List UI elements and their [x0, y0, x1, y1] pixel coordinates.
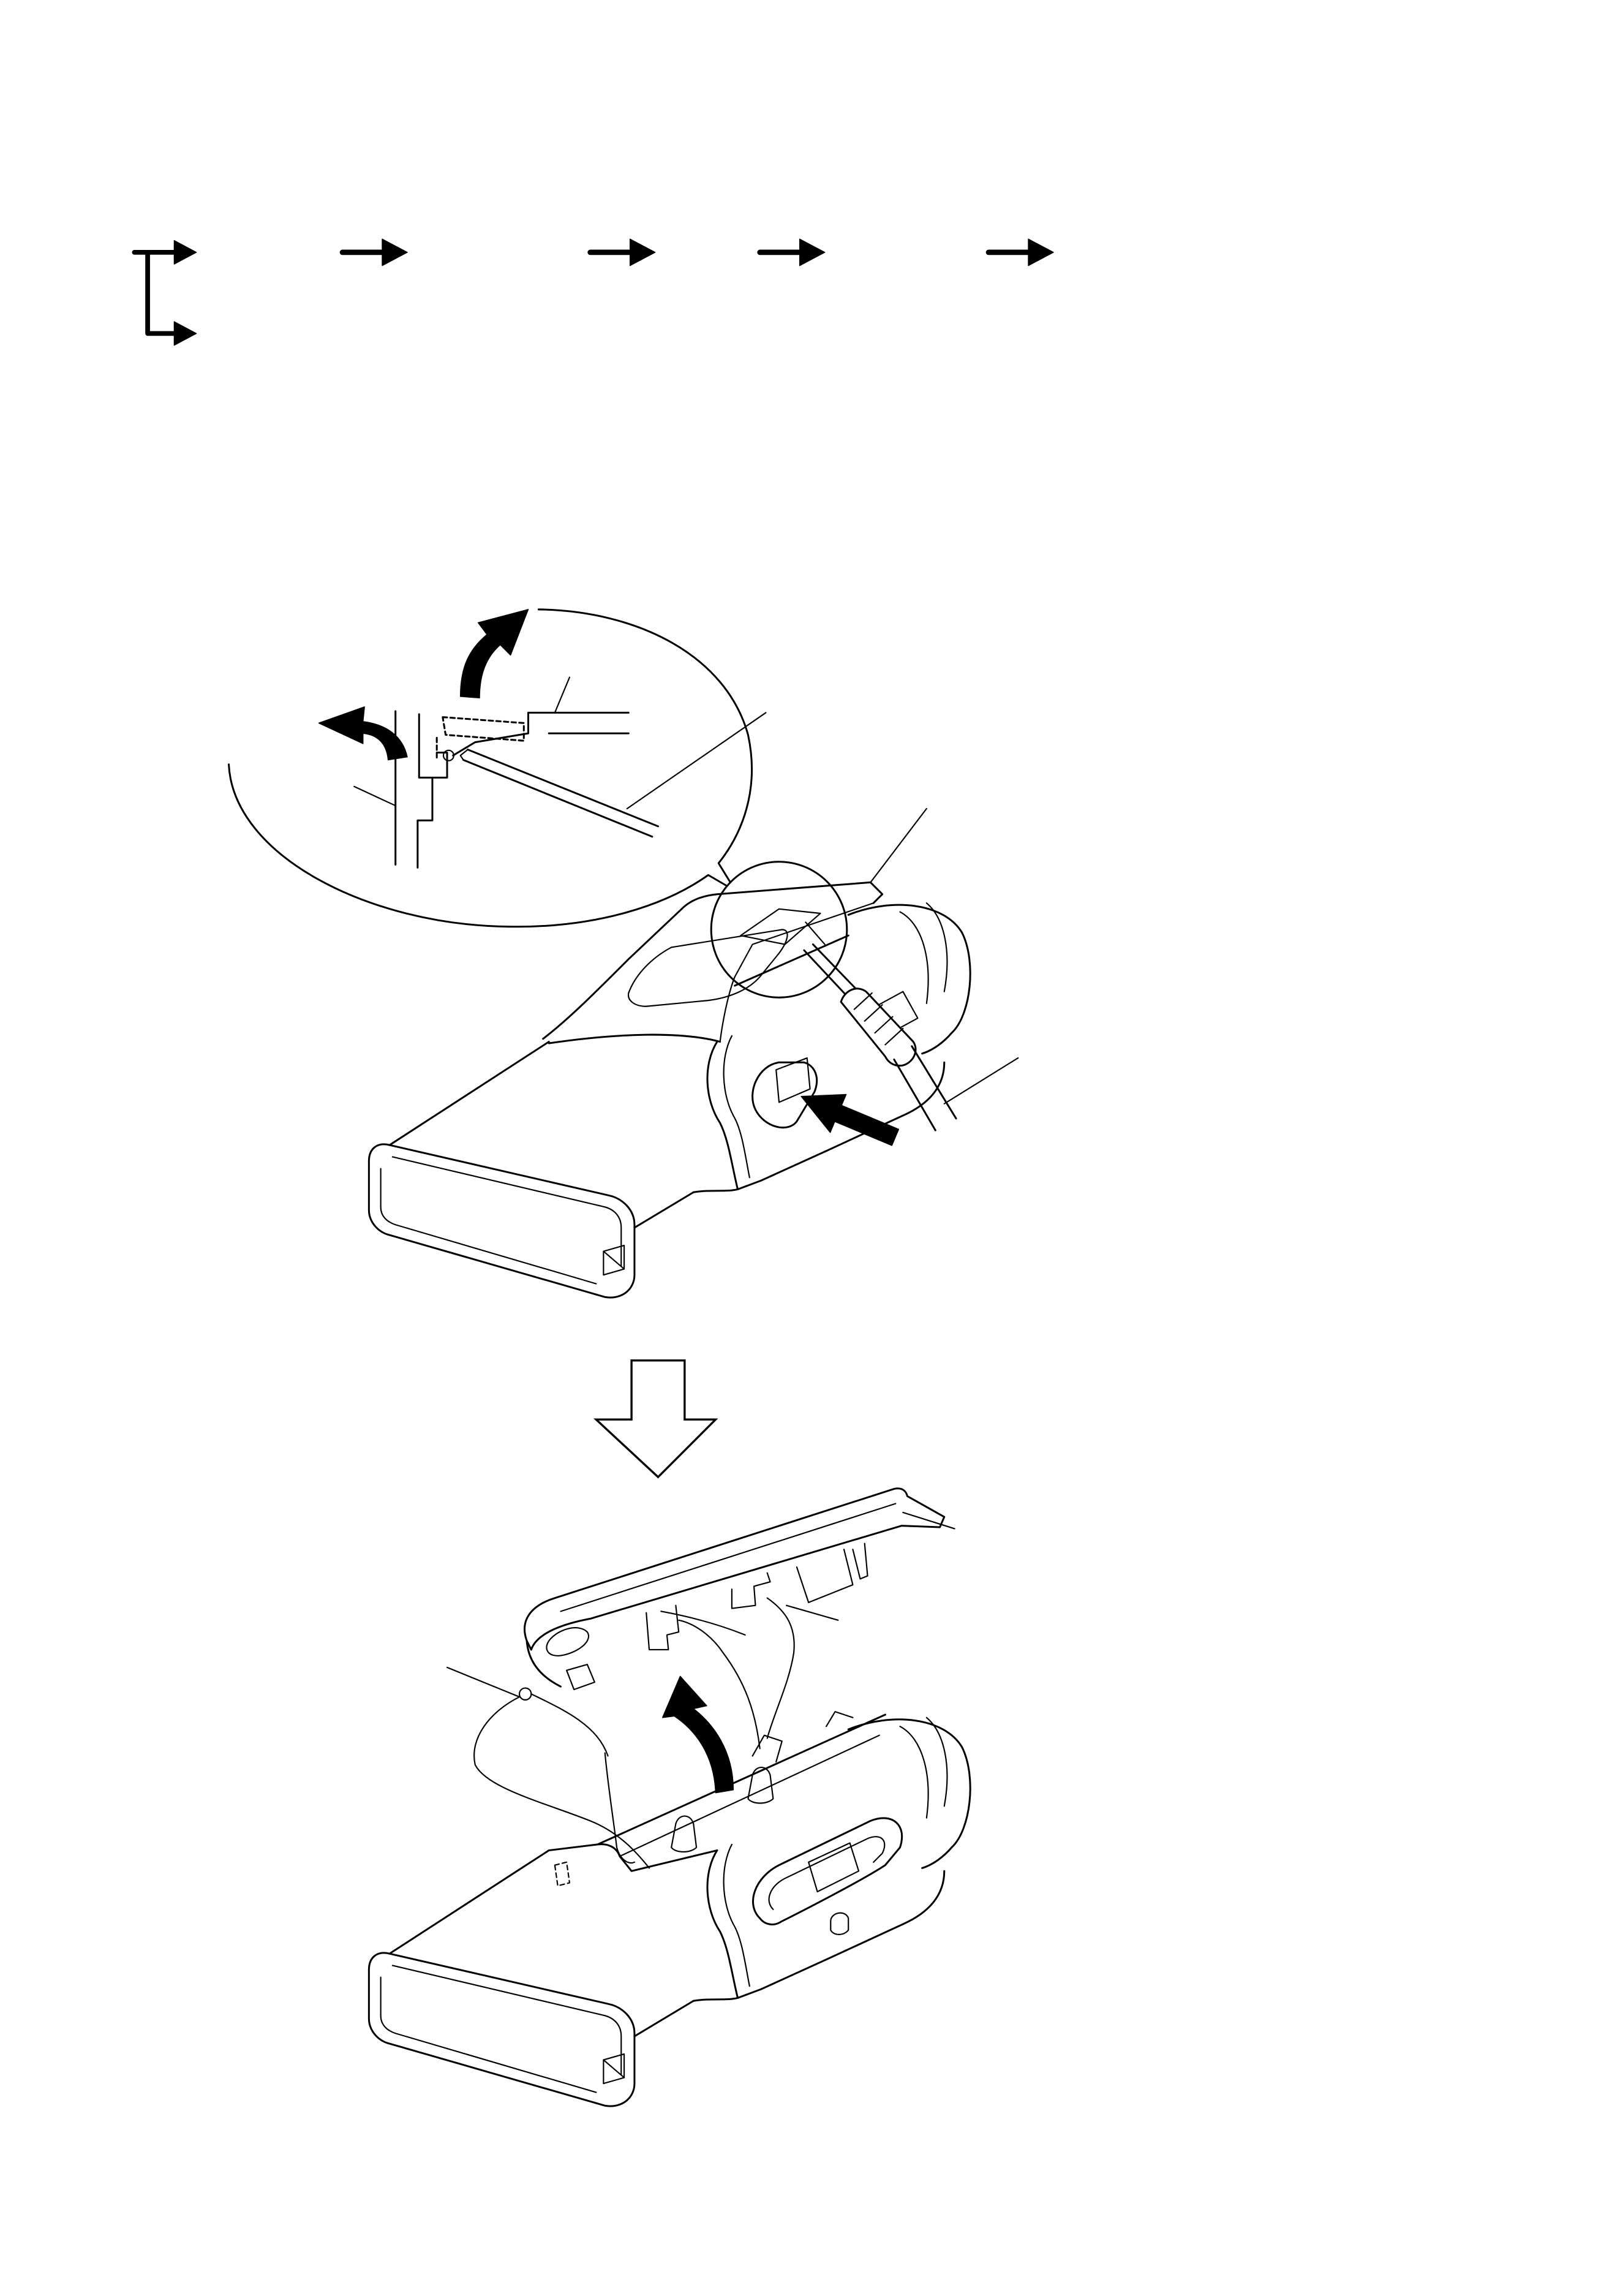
device-closed — [367, 807, 1019, 1299]
leader-line — [554, 676, 571, 714]
leader-line — [604, 1752, 636, 1864]
clip-outline — [554, 1861, 571, 1887]
hollow-down-arrow-icon — [593, 1359, 718, 1479]
screwdriver-icon — [459, 749, 659, 838]
magnifier-circle — [710, 861, 848, 999]
lid-opened — [518, 1487, 946, 1701]
post — [671, 1815, 698, 1853]
lid-flap — [542, 881, 884, 1044]
lid-tab — [646, 1604, 680, 1651]
main-body — [692, 1843, 946, 2002]
screw — [518, 1687, 532, 1701]
leader-line — [902, 1511, 955, 1530]
main-body — [692, 934, 946, 1193]
arrow-right-icon — [985, 238, 1054, 266]
leader-line — [870, 807, 927, 883]
arrow-right-icon — [339, 238, 408, 266]
arrow-right-icon — [587, 238, 656, 266]
leader-line — [943, 1057, 1019, 1105]
battery-case — [367, 1849, 695, 2107]
open-frame — [548, 1711, 886, 1887]
bracket-arrow-icon — [132, 240, 197, 346]
push-arrow-icon — [800, 1093, 900, 1146]
latch-notch — [740, 908, 826, 945]
latch-detail — [394, 676, 630, 869]
curved-arrow-up-icon — [459, 609, 529, 699]
curved-arrow-left-icon — [318, 706, 408, 761]
curved-arrow-up-icon — [661, 1675, 734, 1794]
post — [747, 1767, 774, 1804]
lid-tab — [852, 1543, 868, 1580]
leader-line — [785, 1604, 839, 1621]
lid-tab — [796, 1549, 854, 1603]
hinge-hook — [566, 1663, 595, 1691]
side-roller — [847, 1716, 971, 1869]
release-button — [752, 1817, 903, 1935]
lid-tab — [731, 1572, 771, 1609]
leader-line — [626, 712, 767, 810]
screwdriver-icon — [803, 943, 957, 1131]
process-flow — [132, 238, 1054, 346]
inset-outline — [228, 608, 753, 928]
arrow-right-icon — [757, 238, 826, 266]
device-opened — [367, 1487, 971, 2107]
battery-case — [367, 1041, 695, 1299]
leader-line — [353, 785, 396, 807]
lead-wires — [473, 1597, 795, 1869]
magnified-inset — [228, 608, 848, 999]
release-button — [751, 1057, 818, 1129]
leader-line — [446, 1666, 521, 1698]
